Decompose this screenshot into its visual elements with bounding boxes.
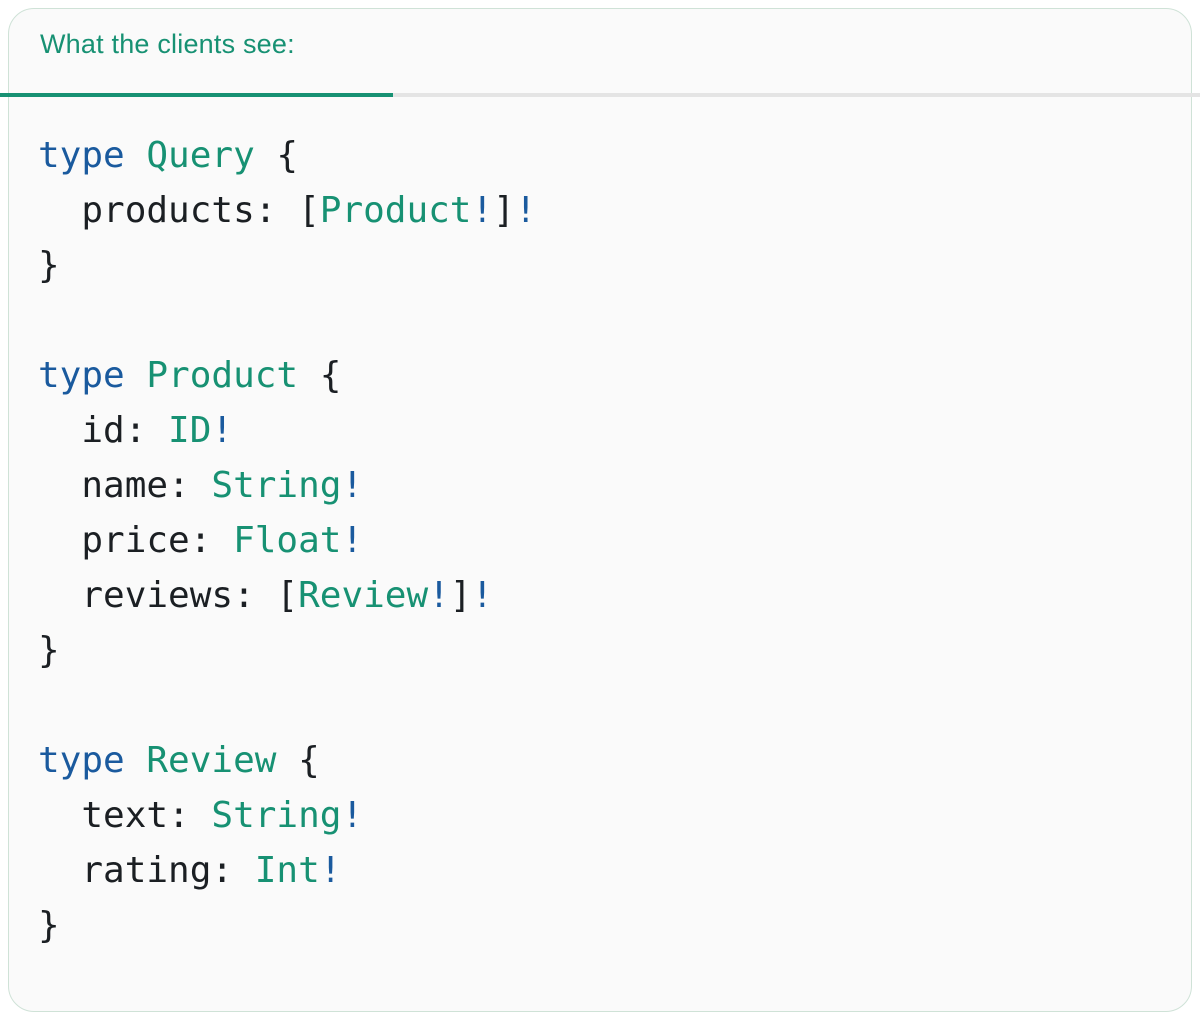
code-line-blank	[38, 293, 537, 348]
code-line: }	[38, 898, 537, 953]
code-token: products: [	[38, 190, 320, 231]
code-token: name:	[38, 465, 212, 506]
tab-label: What the clients see:	[40, 29, 295, 59]
code-token: {	[276, 740, 320, 781]
code-token: String	[211, 795, 342, 836]
code-token: rating:	[38, 850, 255, 891]
code-token: !	[211, 410, 234, 451]
code-token: type	[38, 355, 147, 396]
code-token: Int	[254, 850, 320, 891]
code-line: id: ID!	[38, 403, 537, 458]
code-token: }	[38, 630, 60, 671]
code-token: {	[298, 355, 342, 396]
code-line: text: String!	[38, 788, 537, 843]
code-line: type Query {	[38, 128, 537, 183]
code-line: name: String!	[38, 458, 537, 513]
tab-what-clients-see[interactable]: What the clients see:	[0, 0, 393, 97]
code-token: !	[341, 520, 364, 561]
code-token: ]	[449, 575, 472, 616]
code-token: Review	[146, 740, 277, 781]
code-token: Product	[319, 190, 472, 231]
code-token: ]	[493, 190, 515, 231]
code-token: {	[254, 135, 299, 176]
code-line: products: [Product!]!	[38, 183, 537, 238]
code-line: type Review {	[38, 733, 537, 788]
code-line: type Product {	[38, 348, 537, 403]
code-token: type	[38, 135, 147, 176]
schema-panel	[8, 8, 1192, 1012]
code-line: reviews: [Review!]!	[38, 568, 537, 623]
code-line-blank	[38, 678, 537, 733]
code-token: !	[428, 575, 450, 616]
code-token: !	[471, 575, 494, 616]
code-line: }	[38, 623, 537, 678]
code-token: Review	[298, 575, 429, 616]
code-line: rating: Int!	[38, 843, 537, 898]
code-line: }	[38, 238, 537, 293]
code-token: text:	[38, 795, 212, 836]
code-token: !	[341, 465, 364, 506]
code-token: type	[38, 740, 147, 781]
code-token: String	[211, 465, 342, 506]
code-token: }	[38, 905, 60, 946]
code-token: }	[38, 245, 60, 286]
code-token: !	[514, 190, 537, 231]
code-block: type Query { products: [Product!]!} type…	[38, 128, 537, 953]
code-line: price: Float!	[38, 513, 537, 568]
code-token: id:	[38, 410, 169, 451]
code-token: Product	[146, 355, 299, 396]
tab-bar-divider	[0, 93, 1200, 97]
code-token: price:	[38, 520, 234, 561]
code-token: !	[319, 850, 342, 891]
code-token: reviews: [	[38, 575, 299, 616]
code-token: Float	[233, 520, 342, 561]
code-token: Query	[146, 135, 255, 176]
code-token: !	[341, 795, 364, 836]
code-token: !	[471, 190, 494, 231]
code-token: ID	[168, 410, 212, 451]
